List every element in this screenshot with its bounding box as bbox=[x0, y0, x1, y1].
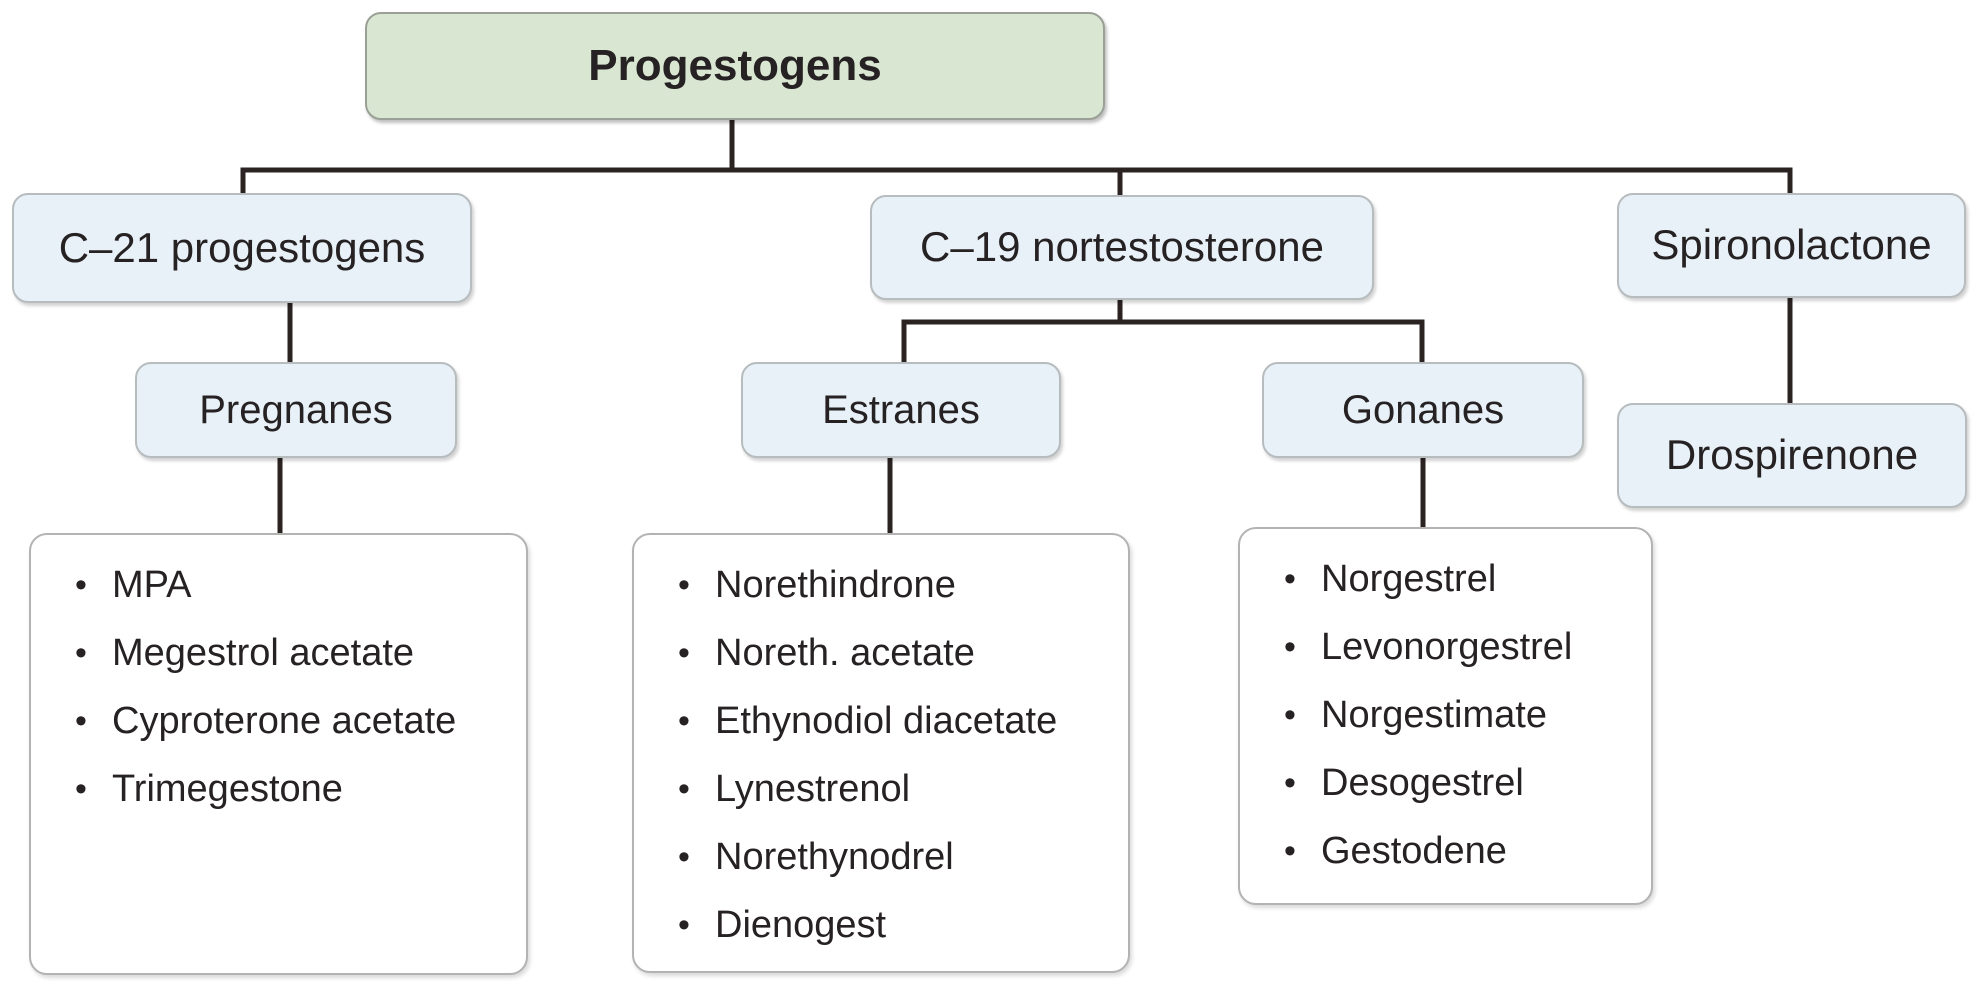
estranes-drug-list: • Norethindrone • Noreth. acetate • Ethy… bbox=[632, 533, 1130, 973]
drug-name: MPA bbox=[112, 563, 192, 606]
list-item: • Lynestrenol bbox=[634, 755, 1128, 823]
list-item: • Norethindrone bbox=[634, 551, 1128, 619]
node-spironolactone: Spironolactone bbox=[1617, 193, 1966, 298]
bullet-icon: • bbox=[1284, 696, 1296, 734]
bullet-icon: • bbox=[678, 906, 690, 944]
drug-name: Cyproterone acetate bbox=[112, 699, 457, 742]
bullet-icon: • bbox=[75, 702, 87, 740]
pregnanes-drug-list: • MPA • Megestrol acetate • Cyproterone … bbox=[29, 533, 528, 975]
drug-name: Norethindrone bbox=[715, 563, 956, 606]
bullet-icon: • bbox=[1284, 560, 1296, 598]
bullet-icon: • bbox=[678, 702, 690, 740]
drug-name: Norgestimate bbox=[1321, 693, 1547, 736]
node-estranes: Estranes bbox=[741, 362, 1061, 458]
bullet-icon: • bbox=[678, 634, 690, 672]
list-item: • Noreth. acetate bbox=[634, 619, 1128, 687]
bullet-icon: • bbox=[75, 566, 87, 604]
list-item: • Trimegestone bbox=[31, 755, 526, 823]
node-pregnanes: Pregnanes bbox=[135, 362, 457, 458]
drug-name: Dienogest bbox=[715, 903, 887, 946]
bullet-icon: • bbox=[678, 566, 690, 604]
drug-name: Gestodene bbox=[1321, 829, 1507, 872]
bullet-icon: • bbox=[75, 770, 87, 808]
drug-name: Norethynodrel bbox=[715, 835, 954, 878]
list-item: • Norethynodrel bbox=[634, 823, 1128, 891]
drug-name: Trimegestone bbox=[112, 767, 343, 810]
list-item: • Levonorgestrel bbox=[1240, 613, 1651, 681]
drug-name: Noreth. acetate bbox=[715, 631, 975, 674]
drug-name: Megestrol acetate bbox=[112, 631, 415, 674]
bullet-icon: • bbox=[1284, 764, 1296, 802]
node-c19-nortestosterone: C–19 nortestosterone bbox=[870, 195, 1374, 300]
drug-name: Norgestrel bbox=[1321, 557, 1497, 600]
bullet-icon: • bbox=[1284, 832, 1296, 870]
gonanes-drug-list: • Norgestrel • Levonorgestrel • Norgesti… bbox=[1238, 527, 1653, 905]
bullet-icon: • bbox=[75, 634, 87, 672]
bullet-icon: • bbox=[1284, 628, 1296, 666]
drug-name: Lynestrenol bbox=[715, 767, 911, 810]
list-item: • Dienogest bbox=[634, 891, 1128, 959]
list-item: • Megestrol acetate bbox=[31, 619, 526, 687]
node-progestogens: Progestogens bbox=[365, 12, 1105, 120]
node-c21-progestogens: C–21 progestogens bbox=[12, 193, 472, 303]
list-item: • Norgestimate bbox=[1240, 681, 1651, 749]
list-item: • Gestodene bbox=[1240, 817, 1651, 885]
drug-name: Desogestrel bbox=[1321, 761, 1524, 804]
bullet-icon: • bbox=[678, 770, 690, 808]
node-drospirenone: Drospirenone bbox=[1617, 403, 1967, 508]
drug-name: Ethynodiol diacetate bbox=[715, 699, 1058, 742]
node-gonanes: Gonanes bbox=[1262, 362, 1584, 458]
list-item: • Ethynodiol diacetate bbox=[634, 687, 1128, 755]
bullet-icon: • bbox=[678, 838, 690, 876]
list-item: • Cyproterone acetate bbox=[31, 687, 526, 755]
drug-name: Levonorgestrel bbox=[1321, 625, 1573, 668]
list-item: • Norgestrel bbox=[1240, 545, 1651, 613]
list-item: • Desogestrel bbox=[1240, 749, 1651, 817]
list-item: • MPA bbox=[31, 551, 526, 619]
